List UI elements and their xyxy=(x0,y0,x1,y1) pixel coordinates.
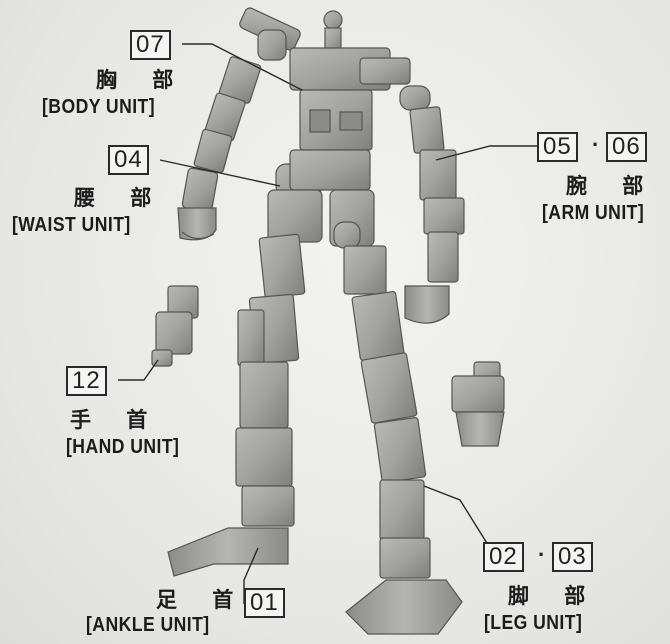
leg-unit-en-label: [LEG UNIT] xyxy=(484,612,582,635)
left-leg-part xyxy=(236,234,305,526)
arm-unit-number-b: 06 xyxy=(606,132,647,162)
waist-unit-number: 04 xyxy=(108,145,149,175)
right-arm-part xyxy=(405,107,464,324)
ankle-unit-jp-label: 足 首 xyxy=(156,584,247,614)
waist-unit-jp-label: 腰 部 xyxy=(74,182,165,212)
body-unit-number: 07 xyxy=(130,30,171,60)
ankle-unit-en-label: [ANKLE UNIT] xyxy=(86,614,210,637)
right-foot-part xyxy=(346,580,462,634)
waist-part xyxy=(268,150,374,248)
hand-unit-number: 12 xyxy=(66,366,107,396)
hand-unit-jp-label: 手 首 xyxy=(70,404,161,434)
leg-unit-number-b: 03 xyxy=(552,542,593,572)
hand-part-right xyxy=(452,362,504,446)
ankle-unit-number: 01 xyxy=(244,588,285,618)
leg-unit-jp-label: 脚 部 xyxy=(508,580,599,610)
body-unit-jp-label: 胸 部 xyxy=(96,64,187,94)
left-foot-part xyxy=(168,528,288,576)
arm-unit-en-label: [ARM UNIT] xyxy=(542,202,644,225)
leader-line-leg xyxy=(424,486,490,548)
body-unit-en-label: [BODY UNIT] xyxy=(42,96,155,119)
leg-unit-number-a: 02 xyxy=(483,542,524,572)
hand-unit-en-label: [HAND UNIT] xyxy=(66,436,179,459)
hand-part-left xyxy=(152,286,198,366)
arm-unit-number-a: 05 xyxy=(537,132,578,162)
left-arm-part xyxy=(178,56,261,240)
arm-unit-separator: · xyxy=(592,132,599,158)
neck-part xyxy=(324,11,342,50)
waist-unit-en-label: [WAIST UNIT] xyxy=(12,214,131,237)
arm-unit-jp-label: 腕 部 xyxy=(566,170,657,200)
leg-unit-separator: · xyxy=(538,542,545,568)
